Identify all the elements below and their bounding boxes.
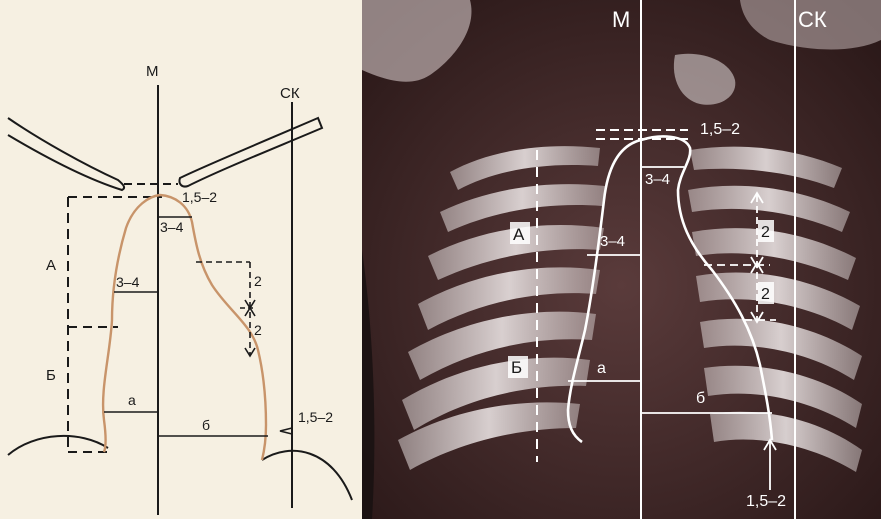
schematic-panel: М СК 1,5–2 3–4 А 3–4 2 2 Б а б 1,5–2 — [0, 0, 362, 519]
xray-axis-sk-label: СК — [798, 7, 827, 32]
xray-b-width-label: б — [696, 390, 705, 407]
xray-two-upper-label: 2 — [761, 224, 770, 241]
thymus-measure-label: 3–4 — [160, 219, 184, 235]
xray-axis-m-label: М — [612, 7, 630, 32]
top-measure-label: 1,5–2 — [182, 189, 217, 205]
axis-sk-label: СК — [280, 85, 300, 102]
xray-thymus-measure-label: 3–4 — [645, 171, 670, 188]
xray-a-width-label: а — [597, 360, 606, 377]
b-width-label: б — [202, 417, 210, 433]
xray-bottom-measure-label: 1,5–2 — [746, 493, 786, 510]
xray-panel: М СК 1,5–2 3–4 А 3–4 2 2 Б а б 1,5–2 — [362, 0, 881, 519]
bottom-measure-label: 1,5–2 — [298, 409, 333, 425]
xray-top-measure-label: 1,5–2 — [700, 121, 740, 138]
xray-two-lower-label: 2 — [761, 286, 770, 303]
a-width-label: а — [128, 392, 136, 408]
xray-region-b-label: Б — [511, 358, 522, 377]
axis-m-label: М — [146, 63, 159, 80]
two-lower-label: 2 — [254, 322, 262, 338]
two-upper-label: 2 — [254, 273, 262, 289]
region-b-label: Б — [46, 367, 56, 384]
xray-mid-measure-label: 3–4 — [600, 233, 625, 250]
mid-measure-label: 3–4 — [116, 274, 140, 290]
xray-region-a-label: А — [513, 225, 525, 244]
region-a-label: А — [46, 257, 56, 274]
